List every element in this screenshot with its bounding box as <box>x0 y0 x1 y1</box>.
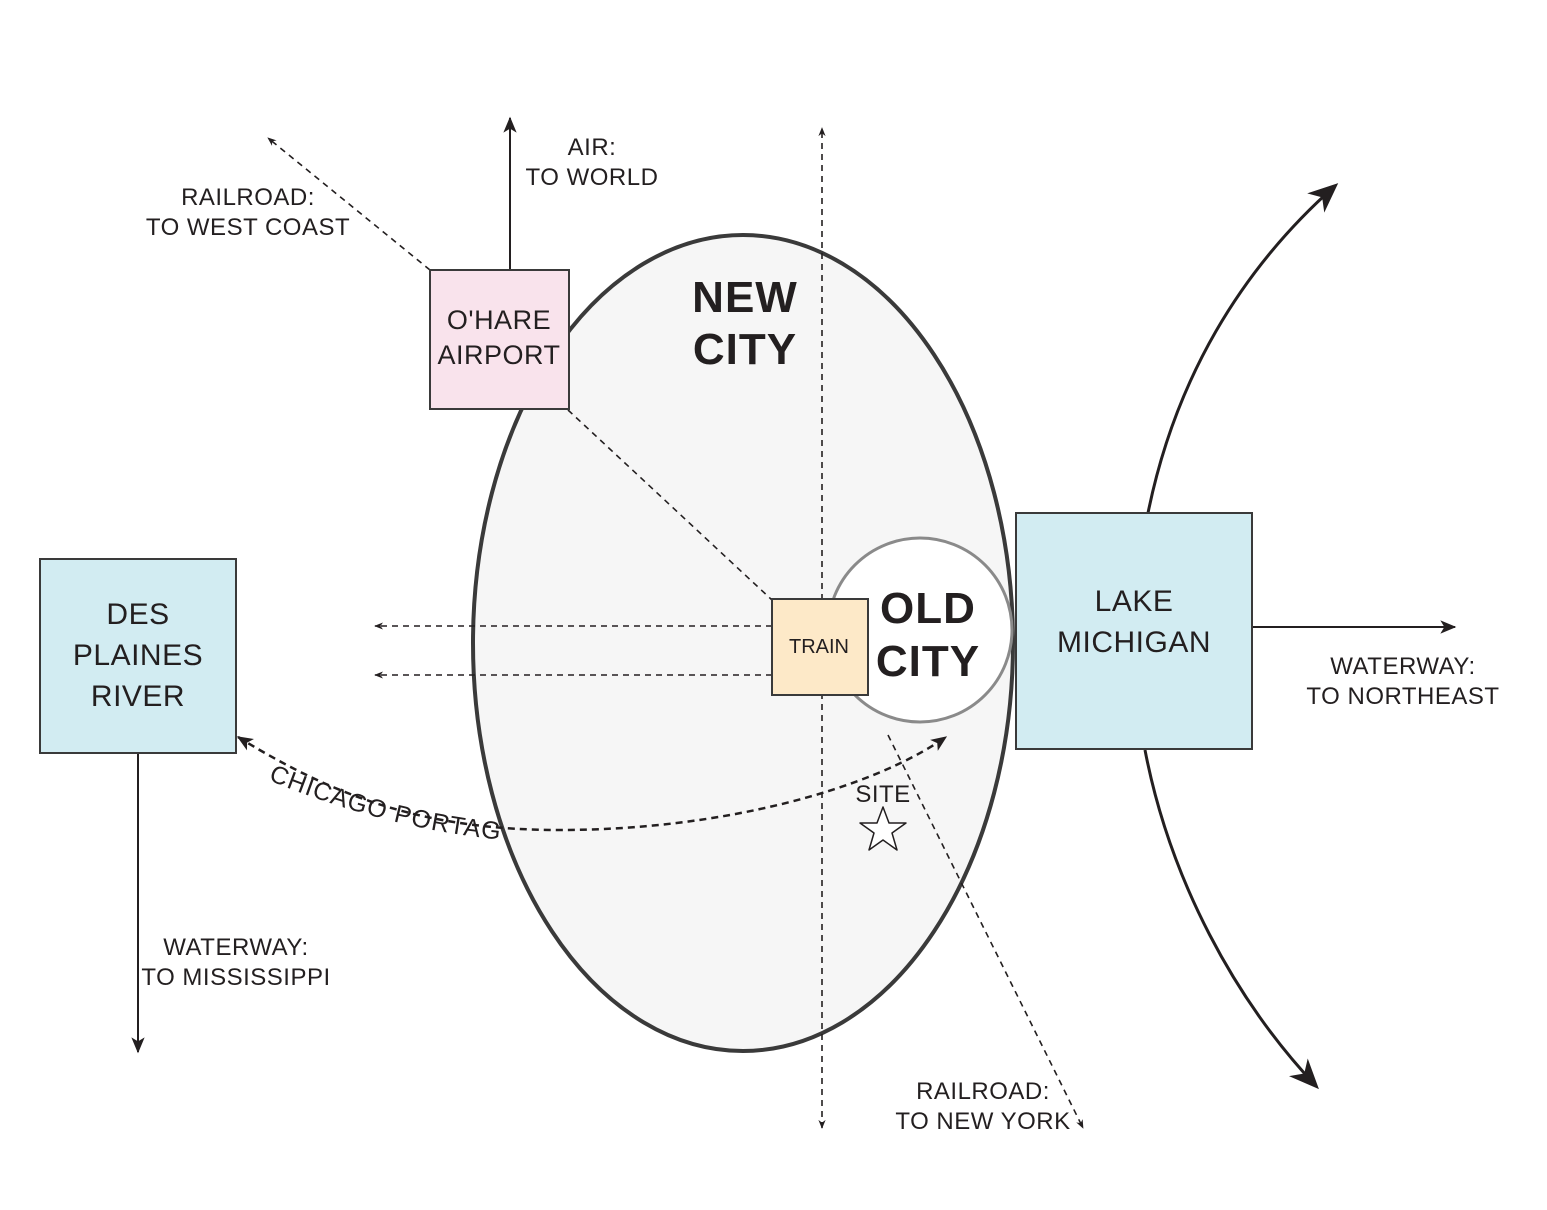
railroad-new-york-line <box>887 734 1084 1129</box>
des-plaines-label-line2: PLAINES <box>73 639 203 672</box>
waterway-mississippi-label-line2: TO MISSISSIPPI <box>141 964 330 991</box>
lake-route-south-arrow <box>1143 749 1319 1090</box>
ohare-label-line2: AIRPORT <box>437 340 560 370</box>
lake-michigan-label-line1: LAKE <box>1095 585 1174 618</box>
old-city-label-line1: OLD <box>880 584 976 633</box>
des-plaines-river-box <box>39 558 237 754</box>
railroad-ny-label-line2: TO NEW YORK <box>895 1108 1070 1135</box>
air-label-line2: TO WORLD <box>526 164 659 191</box>
site-label: SITE <box>855 781 910 808</box>
des-plaines-label-line1: DES <box>106 598 169 631</box>
train-station-box <box>771 598 869 696</box>
new-city-area <box>471 233 1015 1053</box>
waterway-northeast-label-line2: TO NORTHEAST <box>1306 683 1499 710</box>
des-plaines-label-line3: RIVER <box>91 680 185 713</box>
railroad-ny-label-line1: RAILROAD: <box>916 1078 1050 1105</box>
new-city-label-line2: CITY <box>693 325 797 374</box>
train-label: TRAIN <box>789 636 849 658</box>
railroad-west-label-line2: TO WEST COAST <box>146 214 350 241</box>
railroad-west-label-line1: RAILROAD: <box>181 184 315 211</box>
waterway-mississippi-label-line1: WATERWAY: <box>163 934 308 961</box>
ohare-train-link <box>567 409 773 601</box>
lake-michigan-label-line2: MICHIGAN <box>1057 626 1211 659</box>
old-city-label-line2: CITY <box>876 637 980 686</box>
lake-michigan-box <box>1015 512 1253 750</box>
ohare-airport-box <box>429 269 570 410</box>
star-icon <box>859 806 907 851</box>
chicago-portage-route <box>236 735 948 832</box>
waterway-northeast-label-line1: WATERWAY: <box>1330 653 1475 680</box>
ohare-label-line1: O'HARE <box>447 305 551 335</box>
lake-route-north-arrow <box>1146 183 1339 514</box>
railroad-west-coast-line <box>267 137 431 271</box>
new-city-label-line1: NEW <box>692 273 798 322</box>
air-label-line1: AIR: <box>568 134 617 161</box>
